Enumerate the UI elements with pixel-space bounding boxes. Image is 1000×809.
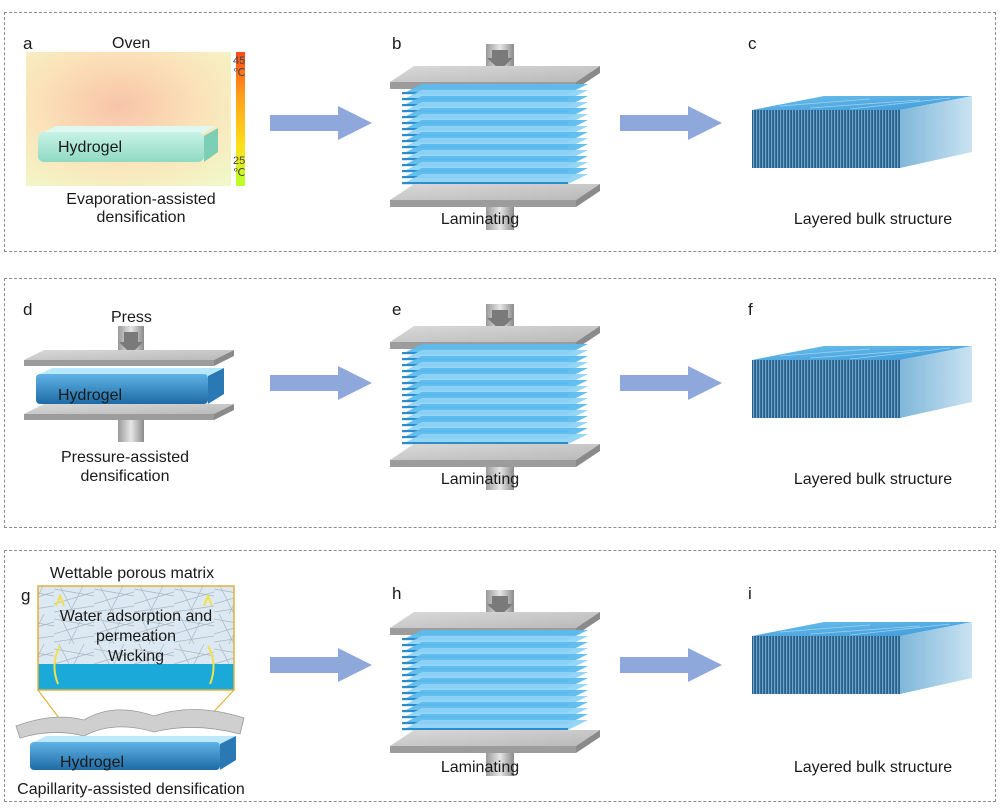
layered-bulk-f xyxy=(752,346,972,418)
panel-letter-c: c xyxy=(748,34,757,53)
caption-d-line2: densification xyxy=(80,468,170,485)
row-frame-3 xyxy=(4,550,996,802)
panel-letter-d: d xyxy=(23,300,33,319)
caption-h: Laminating xyxy=(440,759,520,776)
inset-text-line2: permeation xyxy=(95,628,177,645)
caption-g: Capillarity-assisted densification xyxy=(17,781,245,798)
layered-bulk-i xyxy=(752,622,972,694)
temp-low-label: 25 xyxy=(233,155,246,167)
caption-b: Laminating xyxy=(440,211,520,228)
panel-letter-g: g xyxy=(21,586,31,605)
laminator-b xyxy=(390,44,600,230)
press-illustration xyxy=(24,326,234,442)
caption-i: Layered bulk structure xyxy=(793,759,953,776)
caption-a-line1: Evaporation-assisted xyxy=(66,191,216,208)
panel-letter-a: a xyxy=(23,34,33,53)
temp-high-label: 45 xyxy=(233,55,246,67)
hydrogel-label-g: Hydrogel xyxy=(60,754,125,771)
panel-letter-e: e xyxy=(392,300,402,319)
layered-bulk-c xyxy=(752,96,972,168)
arrow-g-to-h xyxy=(270,648,372,682)
panel-letter-f: f xyxy=(748,300,753,319)
arrow-b-to-c xyxy=(620,106,722,140)
laminator-e xyxy=(390,304,600,490)
matrix-label: Wettable porous matrix xyxy=(49,565,215,582)
panel-letter-b: b xyxy=(392,34,402,53)
arrow-h-to-i xyxy=(620,648,722,682)
temp-low-unit: ℃ xyxy=(233,167,246,179)
temp-high-unit: ℃ xyxy=(233,67,246,79)
caption-f: Layered bulk structure xyxy=(793,471,953,488)
hydrogel-label-d: Hydrogel xyxy=(58,387,123,404)
arrow-e-to-f xyxy=(620,366,722,400)
caption-a-line2: densification xyxy=(96,209,186,226)
laminator-h xyxy=(390,590,600,776)
inset-text-line1: Water adsorption and xyxy=(59,608,213,625)
oven-illustration xyxy=(26,52,245,186)
panel-letter-i: i xyxy=(748,584,752,603)
caption-c: Layered bulk structure xyxy=(793,211,953,228)
capillarity-illustration xyxy=(15,585,245,770)
caption-e: Laminating xyxy=(440,471,520,488)
row-frame-1 xyxy=(4,12,996,252)
panel-letter-h: h xyxy=(392,584,402,603)
arrow-d-to-e xyxy=(270,366,372,400)
hydrogel-label-a: Hydrogel xyxy=(58,139,123,156)
arrow-a-to-b xyxy=(270,106,372,140)
oven-label: Oven xyxy=(112,35,151,52)
caption-d-line1: Pressure-assisted xyxy=(60,449,190,466)
inset-text-line3: Wicking xyxy=(107,648,164,665)
row-frame-2 xyxy=(4,278,996,528)
press-label: Press xyxy=(111,309,152,326)
